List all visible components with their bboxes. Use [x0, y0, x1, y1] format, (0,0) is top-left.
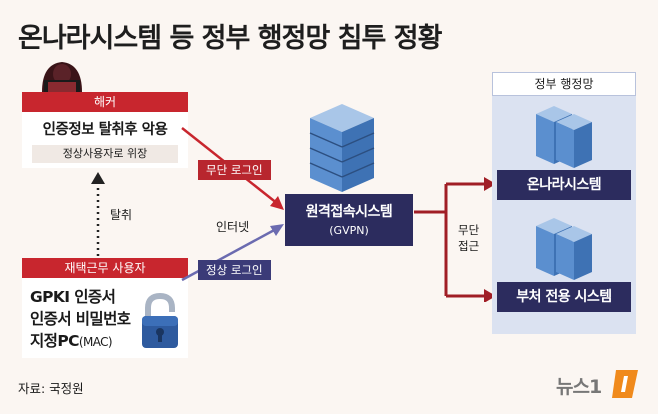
user-line-3-main: 지정PC	[30, 332, 79, 350]
server-icon	[536, 218, 592, 280]
news1-logo: 뉴스1	[556, 368, 638, 398]
unauthorized-access-label: 무단 접근	[458, 222, 479, 254]
hacker-icon	[42, 62, 82, 92]
user-header: 재택근무 사용자	[22, 258, 188, 278]
user-line-2: 인증서 비밀번호	[30, 310, 131, 328]
central-title: 원격접속시스템	[305, 204, 393, 220]
page-title: 온나라시스템 등 정부 행정망 침투 정황	[18, 23, 442, 54]
user-credentials: GPKI 인증서 인증서 비밀번호 지정PC(MAC)	[30, 286, 131, 353]
hacker-header: 해커	[22, 92, 188, 112]
unauthorized-login-label: 무단 로그인	[198, 160, 271, 180]
user-line-1: GPKI 인증서	[30, 288, 116, 306]
access-line-1: 무단	[458, 223, 480, 237]
ministry-system-box: 부처 전용 시스템	[497, 282, 631, 312]
lock-icon	[142, 292, 178, 348]
user-card: 재택근무 사용자	[22, 258, 188, 358]
server-icon	[536, 106, 592, 168]
hacker-card: 해커 인증정보 탈취후 악용 정상사용자로 위장	[22, 92, 188, 168]
internet-label: 인터넷	[216, 220, 250, 234]
server-icon	[309, 104, 375, 192]
steal-arrow	[91, 172, 105, 256]
hacker-main-text: 인증정보 탈취후 악용	[42, 122, 168, 138]
access-arrows	[414, 177, 496, 302]
central-subtitle: (GVPN)	[329, 224, 369, 237]
source-note: 자료: 국정원	[18, 381, 84, 396]
normal-login-label: 정상 로그인	[198, 260, 271, 280]
user-line-3-sub: (MAC)	[78, 335, 113, 349]
onnara-system-box: 온나라시스템	[497, 170, 631, 200]
user-line-3: 지정PC(MAC)	[30, 330, 130, 353]
access-line-2: 접근	[458, 239, 480, 253]
gov-network-header: 정부 행정망	[492, 72, 636, 96]
remote-access-system: 원격접속시스템 (GVPN)	[285, 194, 413, 246]
logo-mark-icon	[612, 370, 638, 398]
steal-label: 탈취	[110, 208, 133, 222]
logo-text: 뉴스1	[556, 376, 602, 398]
hacker-sub-text: 정상사용자로 위장	[32, 145, 178, 163]
